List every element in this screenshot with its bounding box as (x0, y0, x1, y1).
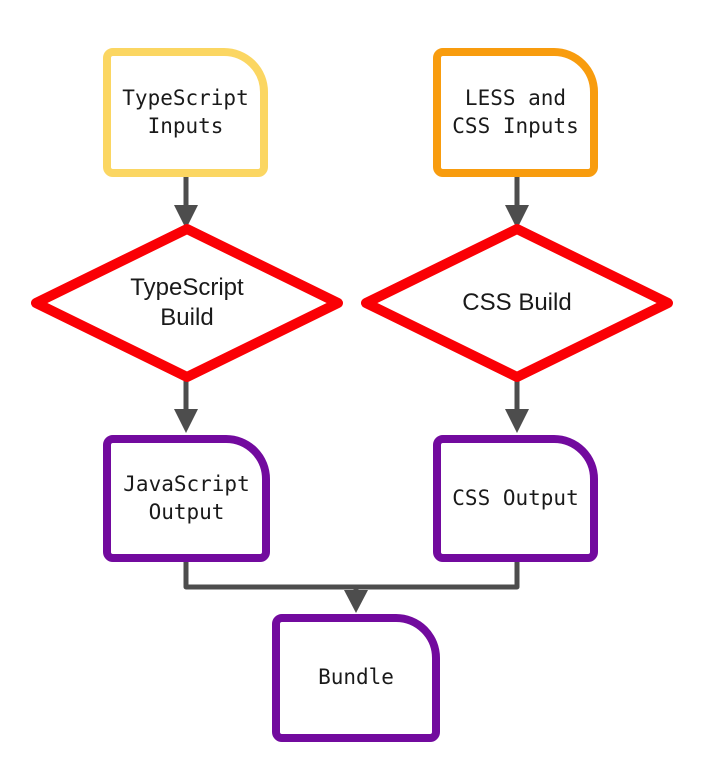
node-bundle-label: Bundle (318, 665, 394, 690)
node-less-css-inputs-label: LESS and CSS Inputs (452, 85, 579, 138)
node-bundle: Bundle (272, 614, 440, 742)
node-typescript-inputs: TypeScript Inputs (103, 48, 268, 177)
node-css-build-label: CSS Build (462, 289, 572, 316)
node-javascript-output: JavaScript Output (103, 435, 270, 562)
edge-outputs-to-bundle (183, 560, 520, 613)
node-typescript-build-label: TypeScript Build (130, 274, 244, 331)
edge-css-build-to-css-output (505, 381, 529, 433)
node-css-output: CSS Output (433, 435, 598, 562)
arrowhead-down-icon (505, 409, 529, 433)
arrowhead-down-icon (174, 205, 198, 229)
arrowhead-down-icon (344, 590, 368, 613)
node-css-build-shape (361, 224, 673, 382)
arrowhead-down-icon (174, 409, 198, 433)
node-less-css-inputs: LESS and CSS Inputs (433, 48, 598, 177)
edge-elbow-line (183, 560, 520, 590)
node-javascript-output-label: JavaScript Output (123, 471, 250, 524)
node-css-output-label: CSS Output (452, 485, 579, 510)
node-typescript-build-shape (31, 224, 343, 382)
edge-less-inputs-to-css-build (505, 177, 529, 229)
arrowhead-down-icon (505, 205, 529, 229)
edge-ts-inputs-to-ts-build (174, 177, 198, 229)
node-typescript-inputs-label: TypeScript Inputs (122, 85, 249, 138)
edge-ts-build-to-js-output (174, 381, 198, 433)
